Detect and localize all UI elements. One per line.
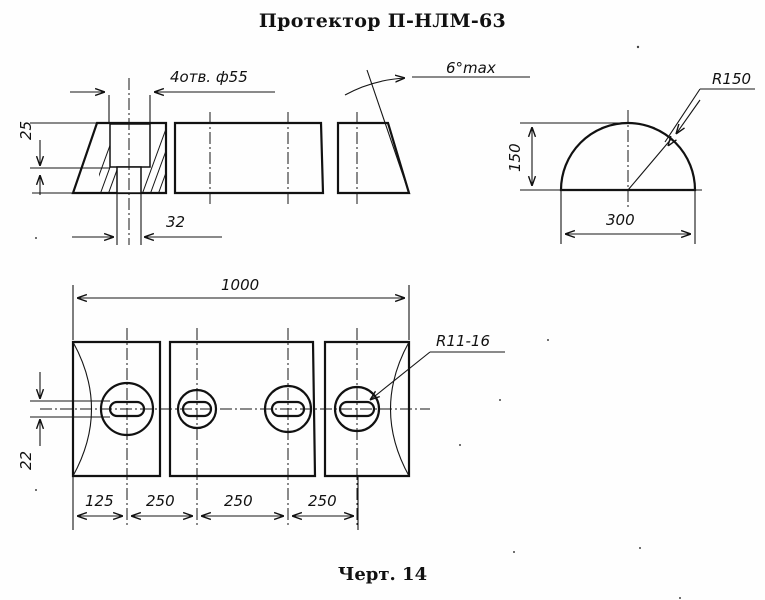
hole-3	[263, 384, 313, 434]
width-300-label: 300	[606, 211, 635, 229]
length-1000-label: 1000	[221, 276, 259, 294]
plan-segment-2	[168, 340, 317, 478]
dim-height-150: 150	[506, 122, 626, 191]
radius-label: R150	[712, 70, 751, 88]
dim-radius-150: R150	[627, 70, 755, 191]
semicircle-profile	[559, 121, 697, 192]
hole-4-slot	[338, 400, 376, 418]
spacing-label-2: 250	[146, 492, 175, 510]
spacing-label-3: 250	[224, 492, 253, 510]
spacing-label-1: 125	[85, 492, 114, 510]
angle-label: 6°max	[446, 59, 496, 77]
slot-32-label: 32	[166, 213, 185, 231]
side-right-segment	[336, 121, 411, 195]
drawing-title: Протектор П-НЛМ-63	[258, 10, 507, 32]
hole-3-circle	[263, 384, 313, 434]
hole-2-slot	[181, 400, 213, 418]
slot-radius-label: R11-16	[436, 332, 490, 350]
dim-slot-32: 32	[72, 193, 222, 245]
dim-hole-diameter: 4отв. ф55	[70, 68, 275, 124]
dim-offset-22: 22	[17, 372, 40, 470]
hole-4	[333, 385, 381, 433]
dim-length-1000: 1000	[72, 276, 410, 340]
end-view: R150 150 300	[506, 70, 755, 244]
side-left-segment	[71, 121, 168, 195]
dim-height-25: 25	[17, 121, 110, 195]
hole-2	[176, 388, 218, 430]
figure-caption: Черт. 14	[337, 564, 428, 585]
hole-2-circle	[176, 388, 218, 430]
hole-1-circle	[99, 381, 155, 437]
dim-spacing: 125 250 250 250	[72, 476, 359, 530]
plan-segment-1	[71, 340, 162, 478]
dim-width-300: 300	[560, 190, 696, 244]
scan-specks	[35, 45, 681, 599]
holes-note-label: 4отв. ф55	[170, 68, 248, 86]
side-section-view: 4отв. ф55 6°max 25	[17, 59, 530, 245]
dim-slot-radius: R11-16	[370, 332, 505, 400]
height-25-label: 25	[17, 121, 35, 140]
height-150-label: 150	[506, 143, 524, 172]
hole-1-slot	[108, 400, 146, 418]
side-middle-segment	[173, 121, 325, 195]
hole-upper	[109, 123, 151, 168]
offset-22-label: 22	[17, 451, 35, 470]
hole-4-circle	[333, 385, 381, 433]
spacing-label-4: 250	[308, 492, 337, 510]
dim-angle: 6°max	[344, 59, 530, 194]
hole-1	[99, 381, 155, 437]
hole-3-slot	[270, 400, 306, 418]
plan-view: 1000	[17, 276, 505, 530]
